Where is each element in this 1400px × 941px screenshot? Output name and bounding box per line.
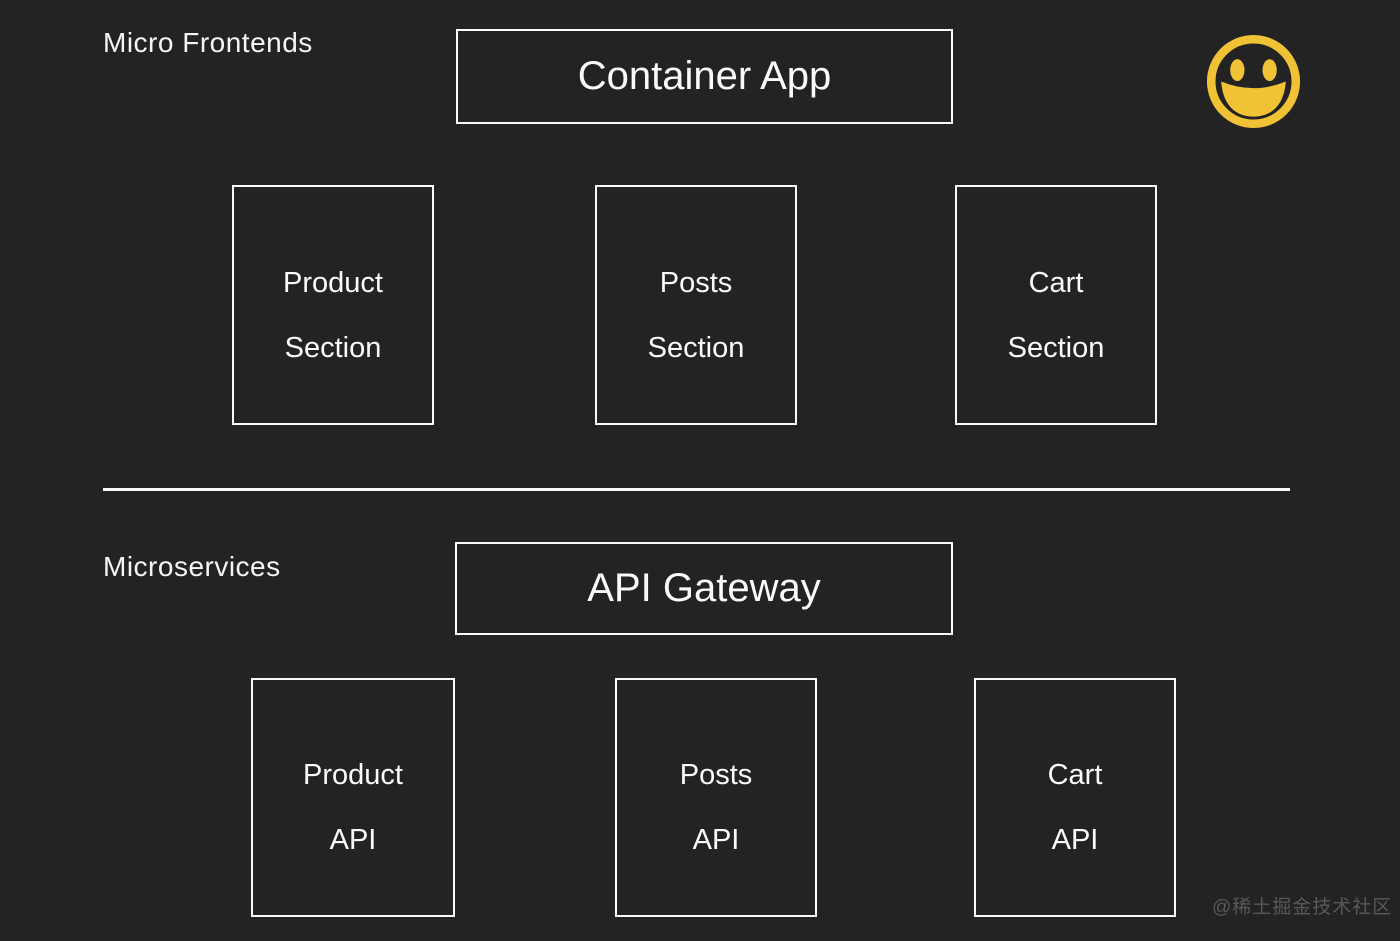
posts-api-line1: Posts xyxy=(679,759,753,791)
posts-api-box: Posts API xyxy=(615,678,817,917)
product-section-box: Product Section xyxy=(232,185,434,425)
product-api-box: Product API xyxy=(251,678,455,917)
cart-api-box: Cart API xyxy=(974,678,1176,917)
layer-divider-line xyxy=(103,488,1290,491)
container-app-box: Container App xyxy=(456,29,953,124)
product-api-line2: API xyxy=(329,824,377,856)
posts-section-line2: Section xyxy=(647,331,745,364)
posts-api-line2: API xyxy=(692,824,740,856)
cart-section-line1: Cart xyxy=(1028,266,1084,299)
micro-frontends-label: Micro Frontends xyxy=(103,27,313,58)
product-section-line1: Product xyxy=(283,266,383,299)
api-gateway-box: API Gateway xyxy=(455,542,953,635)
watermark-text: @稀土掘金技术社区 xyxy=(1212,897,1393,918)
product-section-line2: Section xyxy=(284,331,382,364)
cart-api-line2: API xyxy=(1051,824,1099,856)
cart-api-line1: Cart xyxy=(1047,759,1103,791)
posts-section-box: Posts Section xyxy=(595,185,797,425)
api-gateway-label: API Gateway xyxy=(587,566,821,610)
smiley-icon xyxy=(1206,34,1301,129)
product-api-line1: Product xyxy=(303,759,403,791)
posts-section-line1: Posts xyxy=(659,266,733,299)
cart-section-line2: Section xyxy=(1007,331,1105,364)
microservices-label: Microservices xyxy=(103,551,281,582)
cart-section-box: Cart Section xyxy=(955,185,1157,425)
container-app-label: Container App xyxy=(577,54,832,98)
